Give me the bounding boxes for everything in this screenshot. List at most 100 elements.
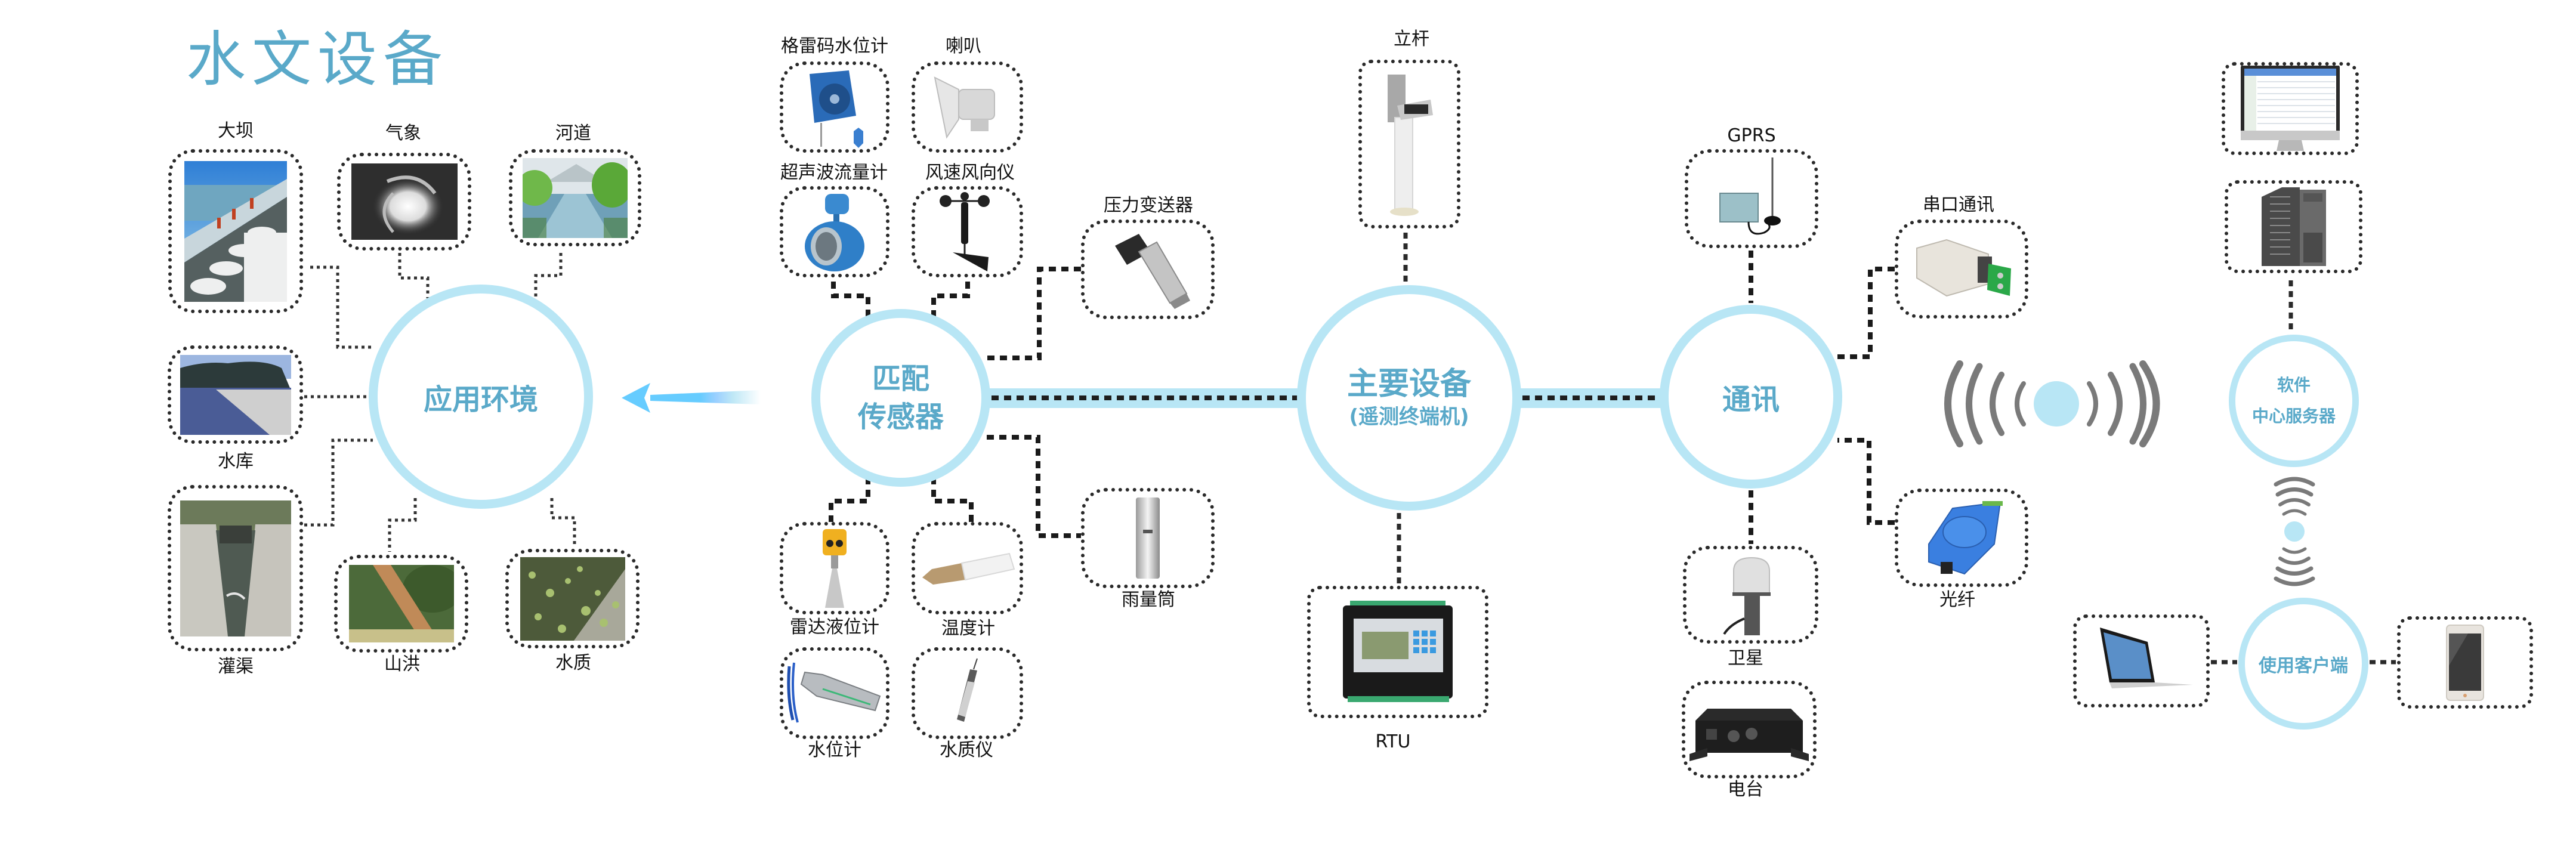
sensor-box-thermometer[interactable]	[912, 522, 1023, 614]
radar-level-meter-icon	[823, 529, 847, 608]
client-box-laptop[interactable]	[2073, 614, 2210, 707]
label-weather: 气象	[385, 123, 421, 144]
comm-box-gprs[interactable]	[1685, 149, 1818, 248]
label-gprs: GPRS	[1727, 125, 1776, 146]
main-connectors	[1397, 233, 1408, 583]
label-reservoir: 水库	[218, 451, 254, 472]
rtu-terminal-icon	[1343, 601, 1453, 702]
label-rain-gauge: 雨量筒	[1122, 589, 1175, 610]
sensor-box-gray-code-gauge[interactable]	[780, 61, 889, 153]
hub-main-device: 主要设备 (遥测终端机)	[1297, 285, 1521, 511]
label-water-level: 水位计	[808, 740, 861, 761]
sensor-box-rain-gauge[interactable]	[1081, 488, 1215, 588]
connector-flood	[388, 498, 417, 552]
label-anemometer: 风速风向仪	[925, 162, 1015, 183]
comm-box-satellite[interactable]	[1683, 546, 1818, 644]
label-serial: 串口通讯	[1923, 194, 1994, 215]
flash-flood-photo-icon	[348, 565, 454, 642]
connector-dam	[310, 265, 375, 349]
sensor-box-horn[interactable]	[912, 61, 1023, 153]
app-box-reservoir[interactable]	[168, 345, 303, 444]
sensor-box-radar-level[interactable]	[780, 522, 889, 614]
serial-adapter-icon	[1916, 239, 2011, 297]
client-box-phone[interactable]	[2397, 616, 2533, 709]
water-quality-photo-icon	[520, 557, 625, 641]
rain-gauge-icon	[1136, 497, 1160, 579]
label-radio: 电台	[1728, 779, 1763, 800]
hub-application-env: 应用环境	[369, 285, 593, 509]
sensor-box-water-level[interactable]	[780, 647, 889, 739]
label-ultrasonic-flowmeter: 超声波流量计	[780, 162, 888, 183]
label-river: 河道	[555, 123, 591, 144]
hub-software-line2: 中心服务器	[2251, 406, 2336, 426]
anemometer-icon	[939, 191, 990, 271]
pole-mount-icon	[1387, 74, 1433, 216]
label-canal: 灌渠	[218, 656, 254, 677]
connector-fiber	[1837, 438, 1895, 525]
comm-box-serial[interactable]	[1895, 220, 2028, 319]
main-box-rtu[interactable]	[1307, 586, 1488, 718]
thermometer-probe-icon	[922, 552, 1015, 585]
label-pole: 立杆	[1394, 29, 1429, 50]
wireless-signal-icon	[1944, 360, 2160, 447]
center-connectors	[2211, 280, 2396, 665]
pressure-transmitter-icon	[1115, 233, 1190, 309]
water-quality-probe-icon	[956, 658, 978, 722]
gprs-modem-icon	[1719, 157, 1781, 235]
comm-connectors	[1749, 251, 1895, 544]
smartphone-icon	[2446, 624, 2484, 701]
hub-software-server: 软件 中心服务器	[2229, 335, 2359, 467]
hub-software-line1: 软件	[2277, 375, 2311, 395]
fiber-converter-icon	[1928, 500, 2003, 574]
sensor-box-ultrasonic-flowmeter[interactable]	[780, 186, 889, 277]
hub-main-line1: 主要设备	[1346, 366, 1471, 402]
canal-photo-icon	[180, 500, 291, 636]
center-box-monitor[interactable]	[2222, 62, 2359, 155]
comm-box-radio[interactable]	[1682, 681, 1817, 778]
label-thermometer: 温度计	[941, 618, 995, 639]
flow-arrow-icon	[622, 383, 761, 413]
reservoir-photo-icon	[180, 354, 291, 435]
water-level-probe-icon	[787, 662, 881, 723]
app-box-canal[interactable]	[168, 485, 303, 651]
app-box-water-quality[interactable]	[505, 549, 640, 648]
laptop-icon	[2099, 628, 2193, 688]
connector-pressure	[987, 267, 1081, 360]
center-box-server[interactable]	[2225, 180, 2362, 273]
wireless-signal-vertical-icon	[2274, 477, 2315, 586]
label-water-quality: 水质	[555, 653, 591, 673]
sensor-box-water-quality[interactable]	[912, 647, 1023, 739]
satellite-antenna-icon	[1722, 557, 1771, 635]
label-water-quality-probe: 水质仪	[940, 740, 993, 761]
main-box-pole[interactable]	[1358, 60, 1460, 228]
label-pressure-transmitter: 压力变送器	[1104, 195, 1193, 216]
comm-box-fiber[interactable]	[1895, 489, 2028, 587]
hub-sensors-line1: 匹配	[872, 362, 929, 395]
river-photo-icon	[523, 157, 628, 238]
label-rtu: RTU	[1375, 731, 1411, 752]
app-box-weather[interactable]	[337, 153, 471, 251]
connector-thermometer	[931, 477, 974, 524]
app-box-flash-flood[interactable]	[334, 555, 468, 653]
app-box-dam[interactable]	[168, 149, 303, 313]
label-satellite: 卫星	[1728, 648, 1763, 669]
label-horn: 喇叭	[946, 36, 981, 57]
connector-quality	[550, 498, 576, 546]
sensor-box-anemometer[interactable]	[912, 186, 1023, 277]
typhoon-photo-icon	[351, 163, 458, 240]
app-box-river[interactable]	[509, 149, 641, 246]
label-radar-level: 雷达液位计	[790, 617, 879, 638]
sensor-box-pressure-transmitter[interactable]	[1081, 220, 1215, 319]
label-gray-code-gauge: 格雷码水位计	[781, 36, 888, 57]
connector-rain	[987, 435, 1081, 538]
label-dam: 大坝	[218, 120, 254, 141]
connector-weather	[398, 253, 430, 298]
hub-comm-label: 通讯	[1722, 383, 1780, 416]
radio-station-icon	[1689, 709, 1809, 761]
gray-code-water-level-gauge-icon	[810, 70, 863, 148]
connector-river	[534, 253, 563, 298]
hub-communication: 通讯	[1660, 305, 1842, 489]
label-flash-flood: 山洪	[384, 654, 420, 675]
